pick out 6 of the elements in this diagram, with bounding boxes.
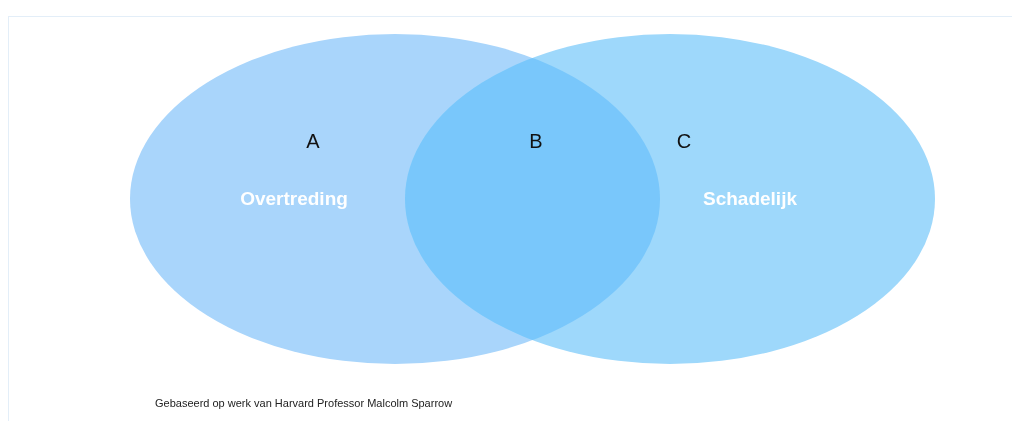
region-letter: A (306, 129, 320, 153)
set-label: Schadelijk (703, 188, 797, 210)
caption: Gebaseerd op werk van Harvard Professor Malcolm Sparrow (155, 397, 453, 409)
set-label: Overtreding (240, 188, 348, 210)
region-letter: C (676, 129, 692, 153)
region-letter: B (529, 129, 543, 153)
